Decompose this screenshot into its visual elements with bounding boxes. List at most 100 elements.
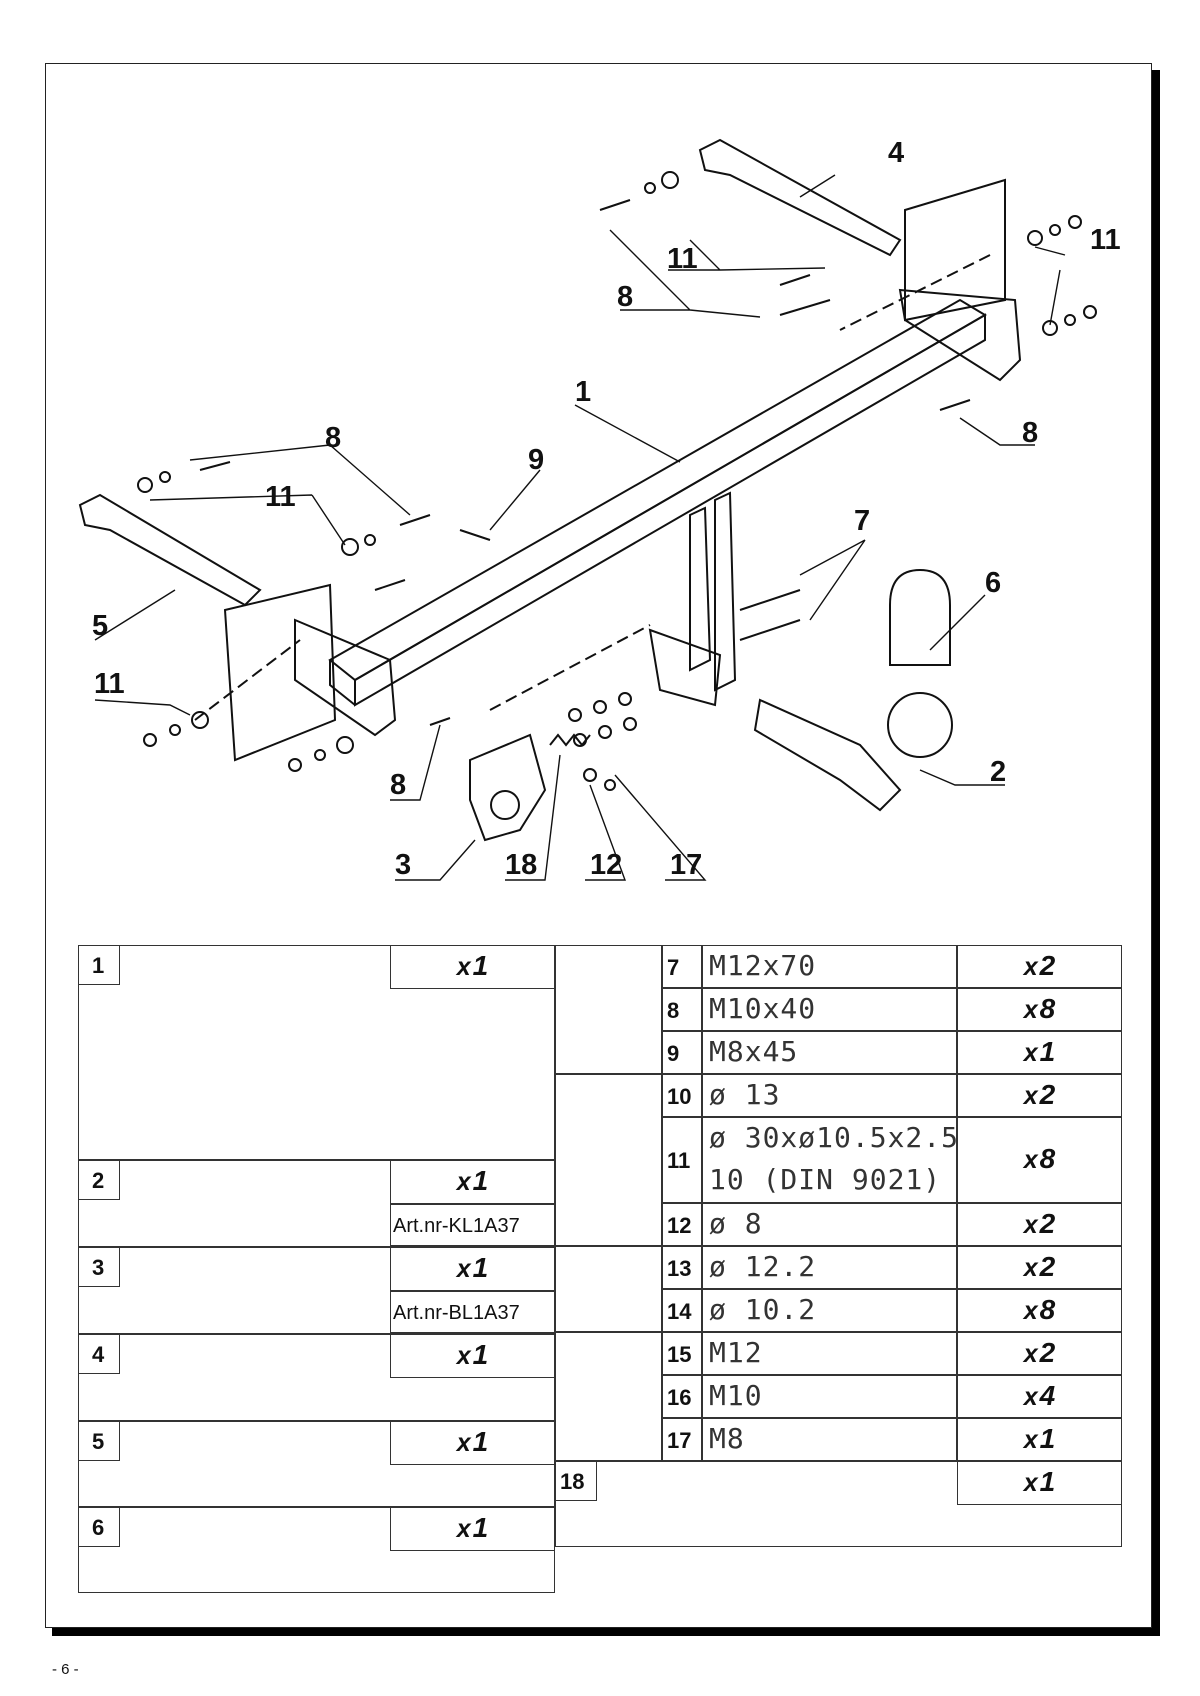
part-number-box: 18 xyxy=(555,1461,597,1501)
callout-11: 11 xyxy=(1090,224,1121,256)
part-spec: ø 30xø10.5x2.5 xyxy=(709,1121,960,1154)
cross-beam-front xyxy=(354,313,986,707)
quantity-value: 1 xyxy=(472,1512,489,1543)
quantity-multiplier: x xyxy=(1023,1382,1038,1411)
part-number-box: 11 xyxy=(662,1117,702,1203)
part-number-box: 10 xyxy=(662,1074,702,1117)
quantity-box: x2 xyxy=(957,1074,1122,1117)
callout-8: 8 xyxy=(617,281,634,313)
washer-icon-cell xyxy=(555,1074,662,1246)
article-number: Art.nr-KL1A37 xyxy=(393,1215,520,1237)
quantity: x1 xyxy=(958,1423,1121,1455)
part-spec: M10x40 xyxy=(709,992,817,1025)
bolts xyxy=(199,199,971,726)
nut-icon-cell xyxy=(555,1332,662,1461)
part-number-box: 5 xyxy=(78,1421,120,1461)
part-number: 4 xyxy=(92,1342,105,1367)
spring-18 xyxy=(549,733,591,747)
callout-11: 11 xyxy=(265,481,296,513)
quantity-multiplier: x xyxy=(1023,1081,1038,1110)
quantity-multiplier: x xyxy=(1023,1425,1038,1454)
part-number: 14 xyxy=(667,1298,692,1324)
quantity-multiplier: x xyxy=(1023,1469,1038,1497)
quantity: x2 xyxy=(958,1251,1121,1283)
quantity-box: x8 xyxy=(957,1117,1122,1203)
callout-18: 18 xyxy=(505,849,538,881)
part-number: 1 xyxy=(92,953,105,978)
quantity: x4 xyxy=(958,1380,1121,1412)
quantity-box: x1 xyxy=(957,1031,1122,1074)
callout-8: 8 xyxy=(1022,417,1039,449)
spring-washer-icon-cell xyxy=(555,1246,662,1332)
quantity: x8 xyxy=(958,1294,1121,1326)
quantity-value: 1 xyxy=(1039,1035,1056,1067)
quantity-value: 4 xyxy=(1039,1379,1056,1411)
quantity: x1 xyxy=(391,1339,554,1371)
page-number: - 6 - xyxy=(52,1661,79,1678)
page-frame xyxy=(45,63,1152,1628)
part-number-box: 4 xyxy=(78,1334,120,1374)
bracket-arm-5 xyxy=(78,493,262,607)
quantity-multiplier: x xyxy=(1023,1210,1038,1239)
callout-8: 8 xyxy=(325,422,342,454)
quantity-value: 2 xyxy=(1039,1250,1056,1282)
frame-shadow-bottom xyxy=(52,1628,1160,1636)
quantity: x1 xyxy=(391,1512,554,1544)
part-number: 12 xyxy=(667,1212,692,1238)
article-number-box: Art.nr-KL1A37 xyxy=(390,1204,555,1246)
tow-ball-neck xyxy=(753,698,902,812)
quantity: x2 xyxy=(958,950,1121,982)
quantity-value: 1 xyxy=(472,1165,489,1196)
bolt-icon-cell xyxy=(555,945,662,1074)
quantity-value: 1 xyxy=(1039,1422,1056,1454)
part-number: 9 xyxy=(667,1040,680,1066)
callout-17: 17 xyxy=(670,849,703,881)
quantity-value: 1 xyxy=(1039,1466,1056,1497)
callout-9: 9 xyxy=(528,444,545,476)
part-spec: ø 8 xyxy=(709,1207,763,1240)
part-spec: M12 xyxy=(709,1336,763,1369)
quantity-box: x1 xyxy=(957,1418,1122,1461)
quantity-multiplier: x xyxy=(456,1515,471,1543)
part-number-box: 2 xyxy=(78,1160,120,1200)
drop-bracket-b xyxy=(714,491,737,692)
callout-4: 4 xyxy=(888,137,905,169)
part-spec: M8x45 xyxy=(709,1035,799,1068)
part-spec-standard: 10 (DIN 9021) xyxy=(709,1163,942,1196)
part-number: 16 xyxy=(667,1384,692,1410)
left-vehicle-plate xyxy=(223,583,337,762)
quantity-box: x8 xyxy=(957,1289,1122,1332)
article-number-box: Art.nr-BL1A37 xyxy=(390,1291,555,1333)
part-number-box: 12 xyxy=(662,1203,702,1246)
quantity-value: 2 xyxy=(1039,1078,1056,1110)
spec-box: M10x40 xyxy=(702,988,957,1031)
quantity-box: x1 xyxy=(957,1461,1122,1505)
socket-plate xyxy=(469,733,547,842)
part-number: 10 xyxy=(667,1083,692,1109)
part-number: 3 xyxy=(92,1255,105,1280)
right-end-plate xyxy=(898,288,1022,382)
quantity: x1 xyxy=(958,1466,1121,1498)
right-vehicle-plate xyxy=(904,178,1006,322)
quantity-box: x2 xyxy=(957,1203,1122,1246)
quantity-multiplier: x xyxy=(1023,1253,1038,1282)
part-number: 6 xyxy=(92,1515,105,1540)
quantity-multiplier: x xyxy=(1023,995,1038,1024)
quantity: x2 xyxy=(958,1208,1121,1240)
quantity-multiplier: x xyxy=(456,1342,471,1370)
quantity-value: 1 xyxy=(472,1252,489,1283)
quantity-box: x8 xyxy=(957,988,1122,1031)
quantity-multiplier: x xyxy=(456,1168,471,1196)
quantity-value: 2 xyxy=(1039,1207,1056,1239)
quantity-multiplier: x xyxy=(1023,952,1038,981)
callout-5: 5 xyxy=(92,610,109,642)
part-number-box: 14 xyxy=(662,1289,702,1332)
quantity-box: x1 xyxy=(390,1421,555,1465)
part-number-box: 6 xyxy=(78,1507,120,1547)
part-spec: M10 xyxy=(709,1379,763,1412)
spec-box: M10 xyxy=(702,1375,957,1418)
part-number-box: 1 xyxy=(78,945,120,985)
callout-1: 1 xyxy=(575,376,592,408)
callout-3: 3 xyxy=(395,849,412,881)
quantity-multiplier: x xyxy=(1023,1296,1038,1325)
